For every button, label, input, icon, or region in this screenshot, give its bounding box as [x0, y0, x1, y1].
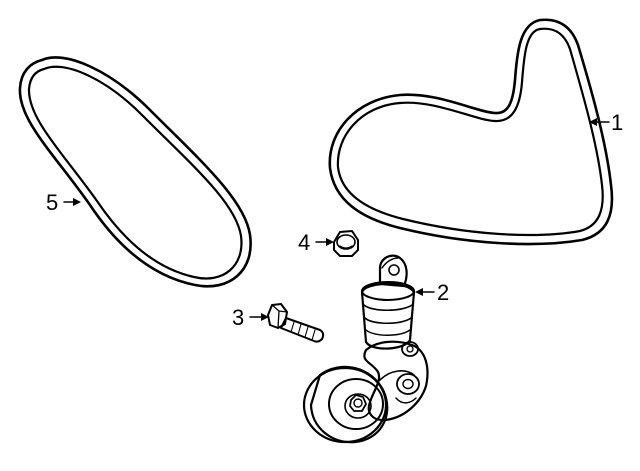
serpentine-belt-1 — [328, 18, 614, 246]
tensioner-bolt-3 — [267, 303, 325, 343]
callout-label-2: 2 — [437, 280, 449, 305]
arrow-4-icon — [326, 238, 334, 246]
belt-tensioner-2 — [302, 254, 429, 444]
leader-lines — [63, 118, 610, 321]
callout-label-5: 5 — [46, 190, 58, 215]
arrow-5-icon — [73, 198, 81, 206]
arrow-3-icon — [261, 313, 269, 321]
arrow-1-icon — [589, 118, 597, 126]
tensioner-nut-4 — [333, 230, 359, 257]
accessory-belt-5 — [18, 56, 252, 288]
callout-label-1: 1 — [611, 110, 623, 135]
callout-label-4: 4 — [298, 230, 310, 255]
arrow-2-icon — [415, 288, 423, 296]
callout-label-3: 3 — [232, 305, 244, 330]
